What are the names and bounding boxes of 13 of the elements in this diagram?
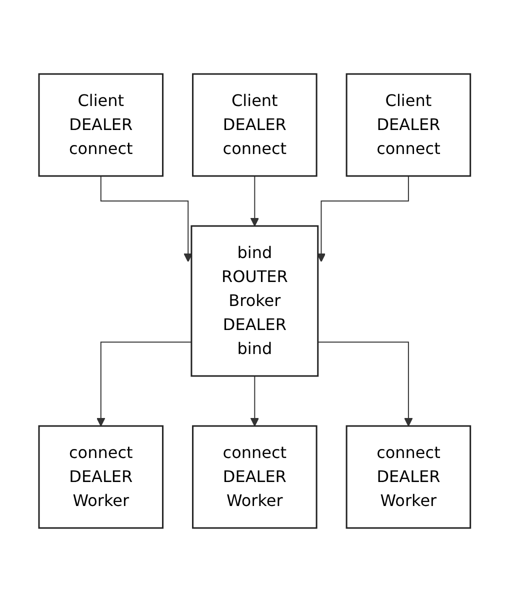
node-box: Client DEALER connect [38, 73, 164, 177]
node-box: Client DEALER connect [192, 73, 318, 177]
node-box: connect DEALER Worker [346, 425, 472, 529]
arrow [250, 176, 260, 226]
node-box: connect DEALER Worker [192, 425, 318, 529]
node-box: bind ROUTER Broker DEALER bind [191, 225, 319, 377]
arrow [317, 176, 410, 262]
arrow [100, 176, 193, 262]
node-box: Client DEALER connect [346, 73, 472, 177]
arrow [250, 376, 260, 426]
arrow [318, 342, 414, 426]
node-box: connect DEALER Worker [38, 425, 164, 529]
arrow [96, 342, 192, 426]
